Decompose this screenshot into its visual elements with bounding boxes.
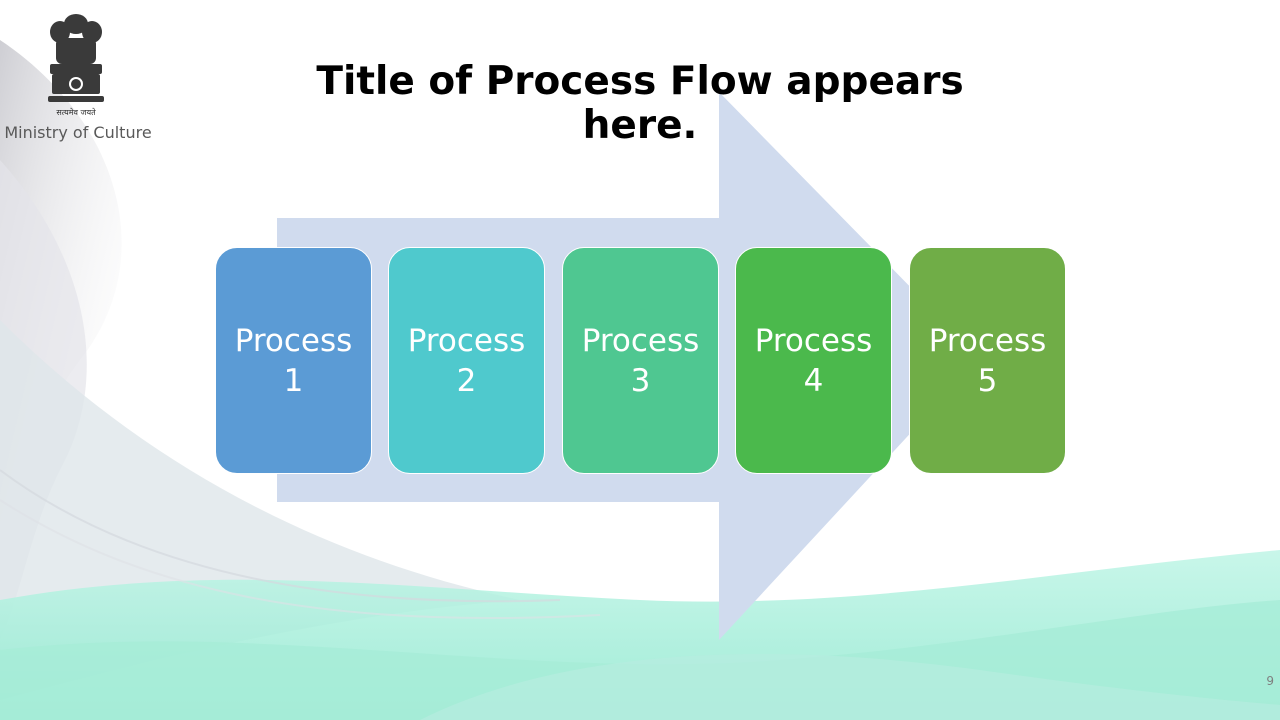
process-step-1: Process 1	[215, 247, 372, 474]
process-step-label: Process 2	[407, 322, 526, 399]
process-step-4: Process 4	[735, 247, 892, 474]
emblem-motto: सत्यमेव जयते	[56, 108, 96, 117]
process-step-3: Process 3	[562, 247, 719, 474]
process-step-label: Process 4	[754, 322, 873, 399]
national-emblem-icon	[48, 14, 104, 102]
process-step-label: Process 1	[234, 322, 353, 399]
process-step-label: Process 5	[928, 322, 1047, 399]
process-step-2: Process 2	[388, 247, 545, 474]
process-step-label: Process 3	[581, 322, 700, 399]
slide-number: 9	[1266, 674, 1274, 688]
slide-title: Title of Process Flow appears here.	[316, 59, 964, 148]
process-step-5: Process 5	[909, 247, 1066, 474]
ministry-label: Ministry of Culture	[4, 123, 152, 142]
